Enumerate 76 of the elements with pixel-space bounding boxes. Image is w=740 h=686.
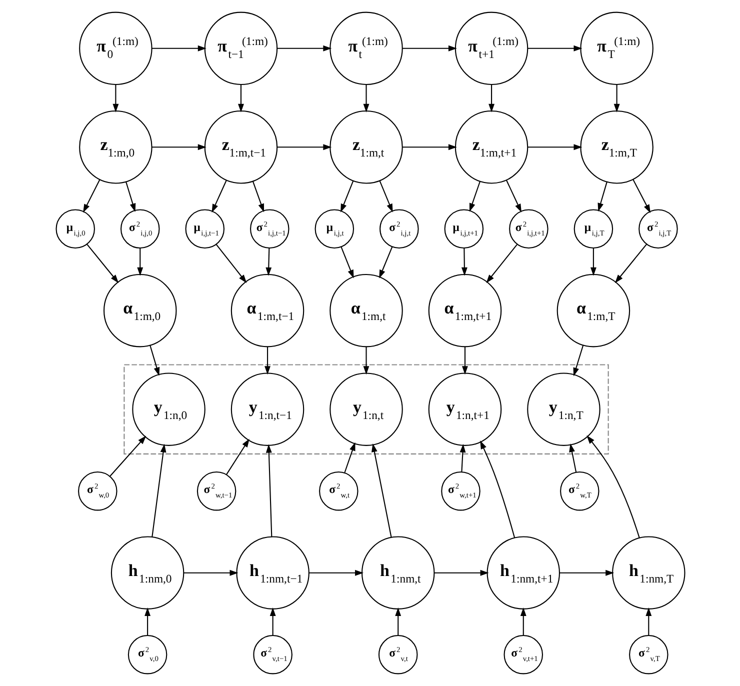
node-circle: α$_{1:m,t}$ [329, 274, 402, 348]
arrow [586, 435, 640, 538]
arrow [402, 45, 456, 52]
node-circle: μ$_{i,j,t}$ [314, 209, 354, 248]
arrow [265, 248, 272, 276]
arrow [136, 248, 143, 276]
arrow [480, 440, 515, 538]
node-circle: y$_{1:n,t+1}$ [428, 372, 502, 446]
arrow [340, 180, 354, 212]
arrow [460, 248, 467, 276]
arrow [394, 607, 401, 636]
arrow [211, 180, 226, 213]
arrow [183, 570, 238, 576]
arrow [371, 443, 392, 538]
node-circle: μ$_{i,j,T}$ [573, 209, 613, 248]
arrow [151, 444, 166, 537]
arrow [344, 442, 355, 473]
node-circle: μ$_{i,j,0}$ [55, 209, 94, 248]
node-circle: h$_{1:nm,t−1}$ [236, 536, 309, 610]
arrow [468, 181, 480, 212]
arrow [108, 436, 146, 477]
arrow [238, 84, 244, 112]
arrow [378, 246, 392, 278]
node-circle: h$_{1:nm,0}$ [110, 536, 184, 610]
node-circle: h$_{1:nm,T}$ [612, 536, 685, 610]
arrow [597, 182, 607, 212]
arrow [488, 84, 494, 112]
arrow [215, 244, 246, 284]
arrow [264, 346, 270, 375]
node-circle: y$_{1:n,t−1}$ [230, 372, 304, 446]
arrow [568, 444, 576, 472]
arrow [614, 244, 647, 284]
arrow [505, 180, 521, 212]
node-circle: μ$_{i,j,t−1}$ [184, 209, 224, 248]
arrow [151, 144, 206, 150]
arrow [613, 84, 620, 112]
node-circle: z$_{1:m,t−1}$ [204, 110, 278, 184]
arrow [434, 570, 488, 576]
node-circle: h$_{1:nm,t}$ [360, 536, 434, 610]
arrow [276, 45, 332, 52]
arrow [149, 345, 160, 376]
arrow [362, 84, 369, 112]
arrow [226, 438, 249, 475]
node-circle: z$_{1:m,t}$ [329, 110, 402, 184]
arrow [112, 84, 118, 112]
arrow [645, 607, 652, 636]
arrow [265, 444, 272, 537]
arrow [82, 179, 100, 213]
node-circle: z$_{1:m,t+1}$ [454, 110, 528, 184]
arrow [308, 570, 364, 576]
arrow [486, 244, 517, 284]
arrow [520, 607, 526, 636]
arrow [276, 144, 332, 150]
arrow [590, 248, 596, 276]
arrow [151, 45, 206, 52]
node-circle: h$_{1:nm,t+1}$ [486, 536, 560, 610]
arrow [559, 570, 614, 576]
node-circle: μ$_{i,j,t+1}$ [444, 209, 484, 248]
arrow [378, 180, 392, 212]
node-circle: z$_{1:m,T}$ [580, 110, 653, 184]
arrow [527, 45, 582, 52]
arrow [340, 246, 354, 278]
arrow [125, 182, 136, 212]
arrow [462, 346, 468, 375]
arrow [632, 179, 650, 214]
arrow [86, 244, 118, 284]
arrow [527, 144, 582, 150]
arrow [144, 607, 150, 636]
arrow [402, 144, 456, 150]
arrow [269, 607, 276, 636]
node-circle: y$_{1:n,t}$ [329, 372, 402, 446]
arrow [362, 346, 369, 375]
arrow [572, 345, 584, 376]
arrow [252, 181, 264, 212]
node-circle: z$_{1:m,0}$ [78, 110, 152, 184]
arrow [459, 444, 466, 472]
